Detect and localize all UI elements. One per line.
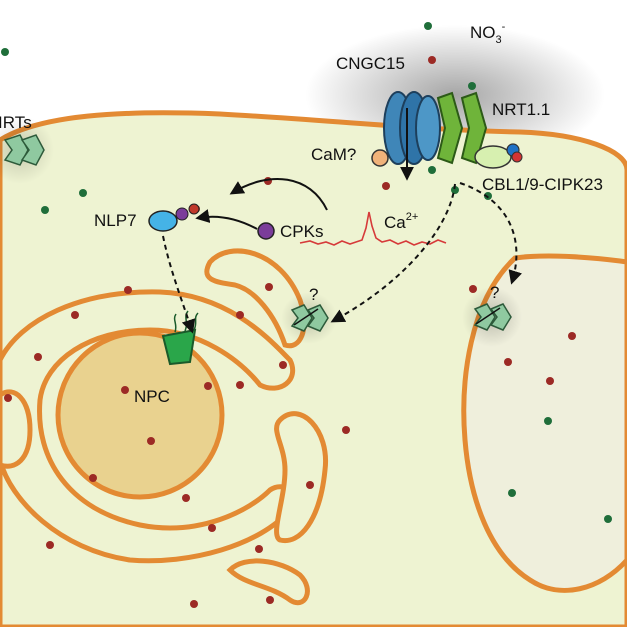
er-outer <box>0 289 296 564</box>
arrow-cpk-to-nlp7 <box>195 209 258 230</box>
cipk23-protein <box>474 145 512 169</box>
ca-base: Ca <box>384 213 406 232</box>
label-nlp7: NLP7 <box>94 211 137 230</box>
arrow-to-vacuole-transporter <box>459 182 522 285</box>
label-calcium: Ca2+ <box>384 211 418 232</box>
er-tubule-upper <box>204 248 307 349</box>
cbl-phospho <box>511 151 523 163</box>
label-cbl-cipk23: CBL1/9-CIPK23 <box>482 175 603 194</box>
arrow-nlp7-to-npc <box>162 235 196 334</box>
label-irts: IRTs <box>0 113 32 132</box>
cam-protein <box>371 149 389 167</box>
label-nrt1-1: NRT1.1 <box>492 100 550 119</box>
label-cpks: CPKs <box>280 222 323 241</box>
nrt1-1-transporter <box>436 91 488 165</box>
label-no3: NO3- <box>470 21 506 46</box>
label-cngc15: CNGC15 <box>336 54 405 73</box>
vacuole-transporter-2 <box>462 287 522 347</box>
ca-sup: 2+ <box>406 211 419 223</box>
no3-base: NO <box>470 23 496 42</box>
arrow-to-nlp7-top <box>229 177 328 211</box>
arrow-to-er-transporter <box>330 183 456 323</box>
er-tubule-left <box>0 389 33 469</box>
er-tubule-lower <box>226 558 310 605</box>
label-npc: NPC <box>134 387 170 406</box>
calcium-signal-trace <box>299 211 447 246</box>
label-question-er: ? <box>309 285 318 304</box>
signal-dots-green <box>1 22 612 523</box>
er-tubule-right <box>274 411 329 544</box>
no3-sub: 3 <box>496 34 502 46</box>
er-transporter-1 <box>281 292 337 344</box>
cell-body <box>0 110 627 627</box>
nlp7-complex <box>148 203 200 232</box>
label-question-vacuole: ? <box>490 283 499 302</box>
nucleus <box>55 330 225 500</box>
cngc15-channel <box>383 91 441 181</box>
label-cam: CaM? <box>311 145 356 164</box>
cpk-protein <box>257 222 275 240</box>
irt-transporter <box>0 116 54 184</box>
no3-sup: - <box>502 21 506 33</box>
